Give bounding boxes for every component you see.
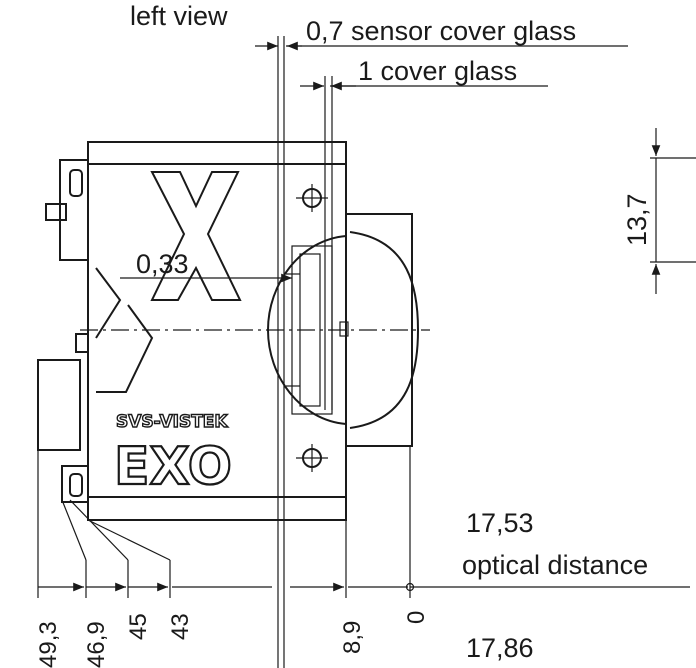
screw-top <box>296 184 328 212</box>
optical-value-bottom: 17,86 <box>466 633 534 663</box>
sensor-cover-glass-label: 0,7 sensor cover glass <box>306 16 576 46</box>
optical-distance: 17,53 optical distance 17,86 <box>405 508 690 663</box>
dim-8-9: 8,9 <box>339 621 366 654</box>
dim-49-3: 49,3 <box>35 621 62 668</box>
view-title: left view <box>130 1 228 31</box>
height-label: 13,7 <box>622 193 652 246</box>
dim-43: 43 <box>167 613 194 640</box>
dim-46-9: 46,9 <box>83 621 110 668</box>
left-connectors <box>37 159 89 503</box>
offset-callout: 0,33 <box>120 249 292 283</box>
offset-label: 0,33 <box>136 249 189 279</box>
optical-value-top: 17,53 <box>466 508 534 538</box>
optical-caption: optical distance <box>462 550 648 580</box>
bottom-dimension-leaders <box>37 446 411 598</box>
cover-glass-callout: 1 cover glass <box>300 56 548 91</box>
dim-0: 0 <box>403 611 430 624</box>
sensor-cover-glass-callout: 0,7 sensor cover glass <box>255 16 628 51</box>
brand-logo: SVS-VISTEK EXO <box>113 411 233 498</box>
glass-reference-lines <box>277 36 333 668</box>
model-text: EXO <box>114 437 232 497</box>
camera-body <box>87 141 347 521</box>
screw-bottom <box>296 444 328 472</box>
dim-45: 45 <box>125 613 152 640</box>
cover-glass-label: 1 cover glass <box>358 56 517 86</box>
height-dimension: 13,7 <box>622 128 696 294</box>
brand-text: SVS-VISTEK <box>116 412 228 432</box>
